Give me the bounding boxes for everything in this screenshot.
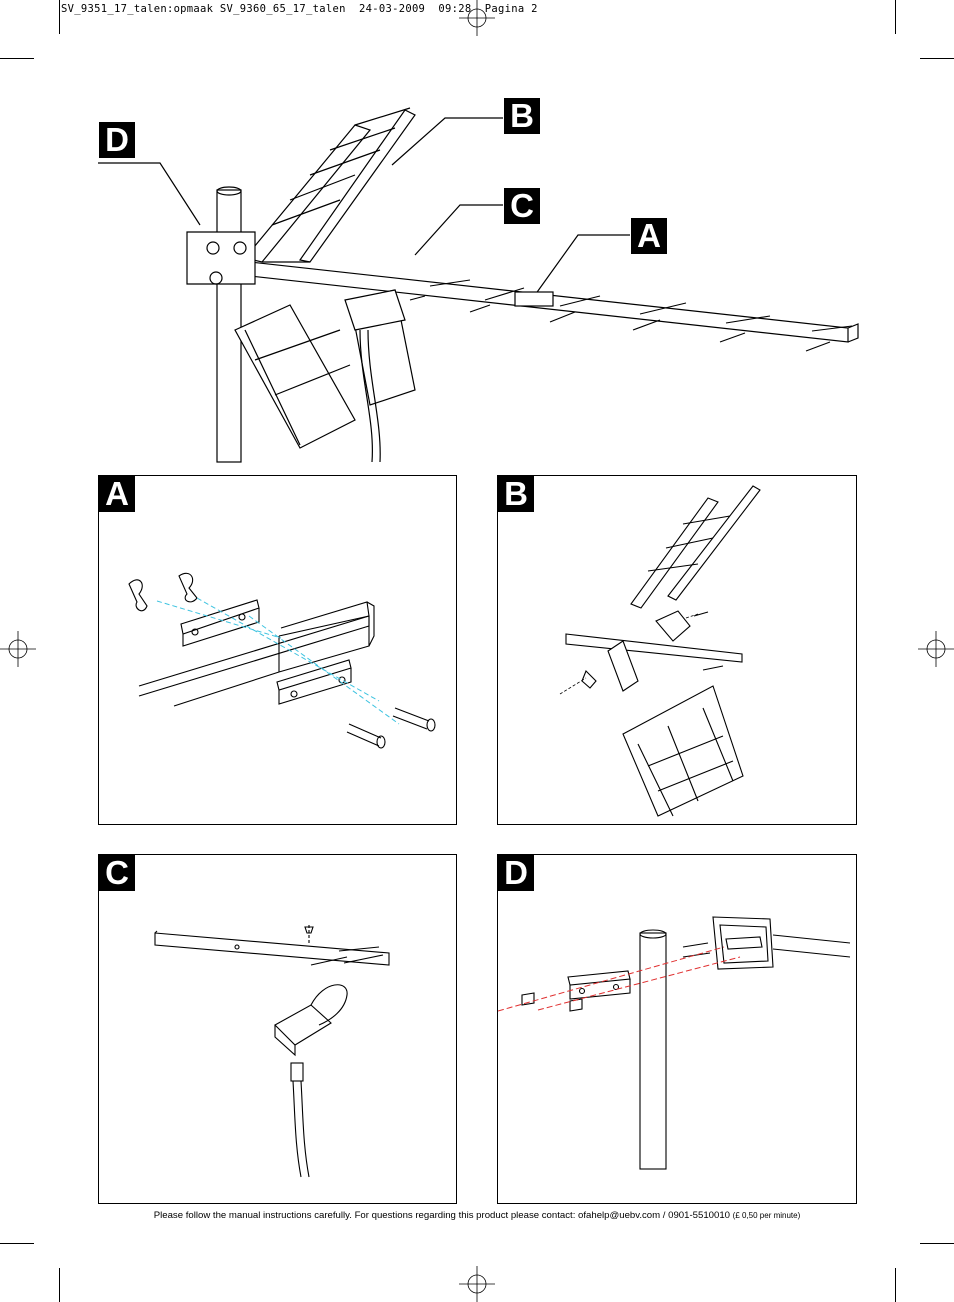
callout-label-c: C xyxy=(504,188,540,224)
callout-label-b: B xyxy=(504,98,540,134)
registration-mark-icon xyxy=(459,0,495,36)
panel-b-reflector-mount: B xyxy=(497,475,857,825)
footer-instructions: Please follow the manual instructions ca… xyxy=(153,1210,730,1221)
registration-mark-icon xyxy=(0,631,36,667)
callout-label-a: A xyxy=(631,218,667,254)
registration-mark-icon xyxy=(918,631,954,667)
panel-label-c: C xyxy=(99,855,135,891)
boom-joint-illustration xyxy=(128,572,436,749)
panel-label-d: D xyxy=(498,855,534,891)
crop-mark-icon xyxy=(0,58,34,59)
mast-clamp-illustration xyxy=(498,916,851,1170)
crop-mark-icon xyxy=(895,0,896,34)
panel-a-boom-joint: A xyxy=(98,475,457,825)
footer-price: (£ 0,50 per minute) xyxy=(732,1211,801,1220)
footer-contact-text: Please follow the manual instructions ca… xyxy=(0,1210,954,1221)
crop-mark-icon xyxy=(920,1243,954,1244)
panel-label-a: A xyxy=(99,476,135,512)
crop-mark-icon xyxy=(895,1268,896,1302)
balun-cable-illustration xyxy=(154,925,390,1178)
crop-mark-icon xyxy=(59,0,60,34)
crop-mark-icon xyxy=(59,1268,60,1302)
reflector-mount-illustration xyxy=(559,485,761,817)
crop-mark-icon xyxy=(0,1243,34,1244)
callout-label-d: D xyxy=(99,122,135,158)
crop-mark-icon xyxy=(920,58,954,59)
panel-label-b: B xyxy=(498,476,534,512)
print-header: SV_9351_17_talen:opmaak SV_9360_65_17_ta… xyxy=(61,3,538,15)
panel-d-mast-clamp: D xyxy=(497,854,857,1204)
registration-mark-icon xyxy=(459,1266,495,1302)
panel-c-balun-cable: C xyxy=(98,854,457,1204)
antenna-overview-illustration xyxy=(98,107,859,463)
